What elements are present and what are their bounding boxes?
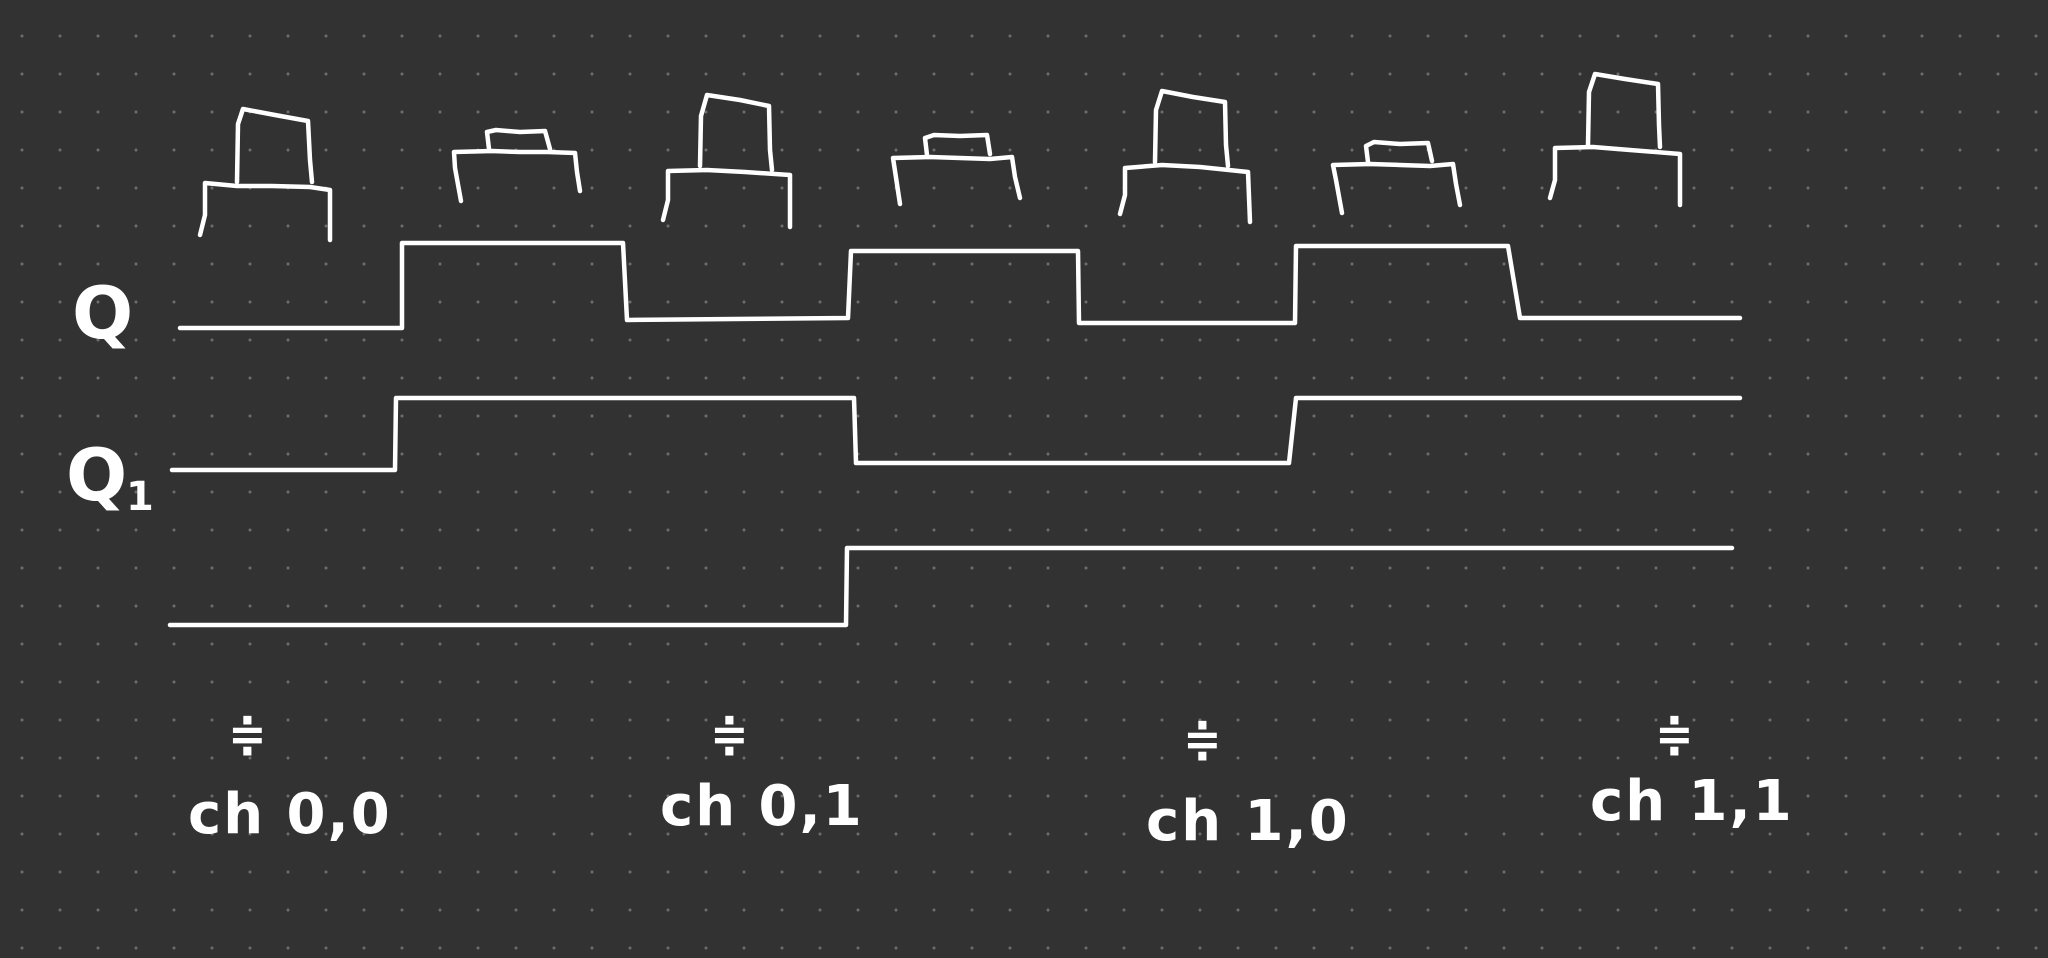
state-symbol: ≑	[228, 707, 267, 761]
clock-pulse-icon	[197, 106, 333, 243]
waveform-q	[177, 240, 1743, 331]
clock-pulses	[197, 71, 1683, 243]
state-symbols: ≑ ≑ ≑ ≑	[228, 707, 1694, 766]
state-label-ch-1-1: ch 1,1	[1590, 769, 1794, 834]
signal-label-q: Q	[72, 271, 133, 355]
clock-pulse-icon	[1547, 71, 1683, 208]
signal-label-q1-subscript: 1	[126, 474, 154, 520]
state-label-ch-1-0: ch 1,0	[1146, 789, 1350, 854]
clock-pulse-icon	[451, 127, 583, 204]
state-label-ch-0-0: ch 0,0	[188, 782, 392, 847]
state-labels: ch 0,0 ch 0,1 ch 1,0 ch 1,1	[188, 769, 1794, 854]
clock-pulse-icon	[1117, 88, 1253, 225]
state-label-ch-0-1: ch 0,1	[660, 774, 864, 839]
waveform-q1	[169, 395, 1743, 473]
state-symbol: ≑	[1183, 712, 1222, 766]
clock-pulse-icon	[890, 132, 1023, 207]
clock-pulse-icon	[660, 92, 793, 230]
signal-labels: Q Q 1	[66, 271, 154, 520]
state-symbol: ≑	[710, 707, 749, 761]
signal-label-q1: Q	[66, 433, 127, 517]
waveform-q2	[167, 545, 1735, 628]
clock-pulse-icon	[1330, 139, 1463, 216]
waveforms	[167, 240, 1743, 628]
state-symbol: ≑	[1655, 707, 1694, 761]
